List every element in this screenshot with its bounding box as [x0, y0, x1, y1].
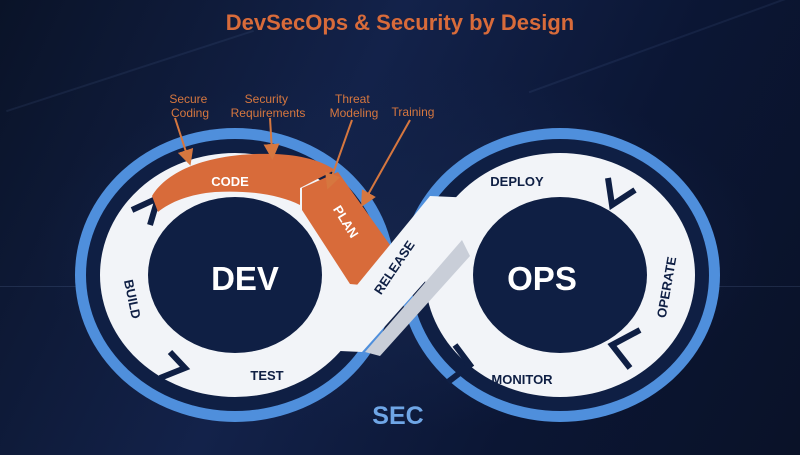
sec-label: SEC	[372, 402, 423, 430]
deploy-label: DEPLOY	[490, 174, 544, 189]
training-label: Training	[392, 105, 435, 119]
code-label: CODE	[211, 174, 249, 189]
release-segment	[318, 196, 475, 352]
plan-segment	[302, 172, 395, 286]
security-requirements-label: Security Requirements	[231, 92, 306, 120]
release-shadow	[365, 240, 470, 356]
threat-modeling-label: Threat Modeling	[330, 92, 379, 120]
test-label: TEST	[250, 368, 283, 383]
secure-coding-label: Secure Coding	[169, 92, 210, 120]
annotation-arrows	[174, 117, 411, 207]
monitor-label: MONITOR	[491, 372, 553, 387]
page-title: DevSecOps & Security by Design	[225, 10, 575, 35]
code-segment	[152, 153, 335, 212]
ops-label: OPS	[507, 260, 577, 297]
dev-label: DEV	[211, 260, 279, 297]
